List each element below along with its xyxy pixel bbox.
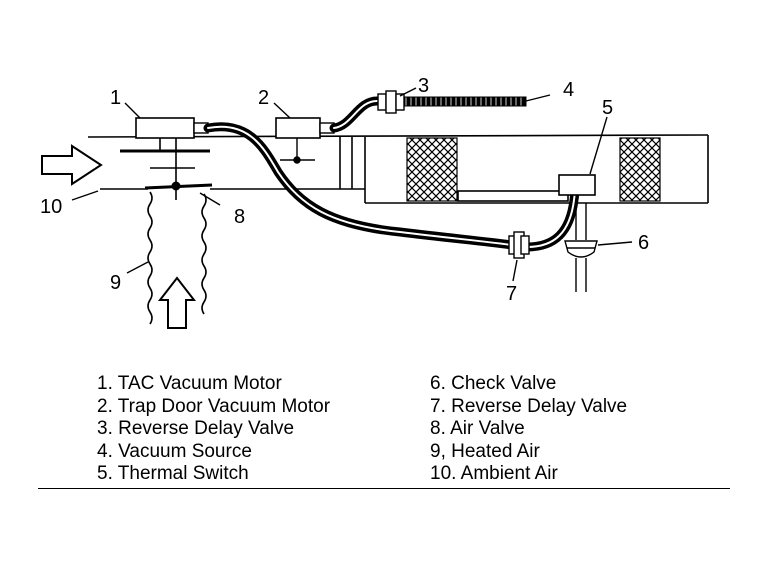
legend-item: 5. Thermal Switch	[97, 463, 249, 484]
air-cleaner-housing	[87, 134, 709, 204]
callout-4: 4	[563, 79, 574, 101]
heated-air-duct-right	[201, 193, 207, 315]
legend-item: 4. Vacuum Source	[97, 440, 252, 462]
filter-element-left	[406, 137, 458, 202]
callout-6: 6	[638, 232, 649, 254]
tac-vacuum-motor	[135, 117, 195, 139]
callout-2: 2	[258, 87, 269, 109]
callout-7: 7	[506, 283, 517, 305]
legend-item: 2. Trap Door Vacuum Motor	[97, 395, 331, 417]
trap-door-vacuum-motor	[275, 117, 321, 139]
reverse-delay-valve-upper	[377, 90, 405, 114]
callout-5: 5	[602, 97, 613, 119]
filter-element-right	[619, 137, 661, 202]
callout-1: 1	[110, 87, 121, 109]
callout-3: 3	[418, 75, 429, 97]
bottom-divider	[38, 488, 730, 489]
leader-lines	[71, 87, 633, 282]
reverse-delay-valve-lower	[508, 231, 530, 259]
heated-air-duct-left	[147, 191, 153, 325]
check-valve	[564, 203, 598, 292]
air-valve	[120, 137, 213, 200]
legend-item: 10. Ambient Air	[430, 463, 558, 484]
heated-air-arrow	[157, 276, 197, 329]
callout-10: 10	[40, 196, 62, 218]
legend-item: 1. TAC Vacuum Motor	[97, 373, 282, 394]
vacuum-source-hose	[403, 96, 527, 107]
legend-right-column: 6. Check Valve 7. Reverse Delay Valve 8.…	[430, 373, 627, 486]
legend-item: 7. Reverse Delay Valve	[430, 395, 628, 417]
thermal-switch	[558, 174, 596, 196]
vacuum-hoses	[203, 96, 580, 252]
legend-item: 9, Heated Air	[430, 440, 540, 462]
legend-item: 8. Air Valve	[430, 418, 525, 439]
legend-item: 3. Reverse Delay Valve	[97, 418, 295, 439]
trap-door-linkage	[280, 138, 315, 164]
callout-9: 9	[110, 272, 121, 294]
legend-left-column: 1. TAC Vacuum Motor 2. Trap Door Vacuum …	[97, 373, 330, 486]
ambient-air-arrow	[41, 144, 103, 186]
legend-item: 6. Check Valve	[430, 373, 557, 394]
callout-8: 8	[234, 206, 245, 228]
